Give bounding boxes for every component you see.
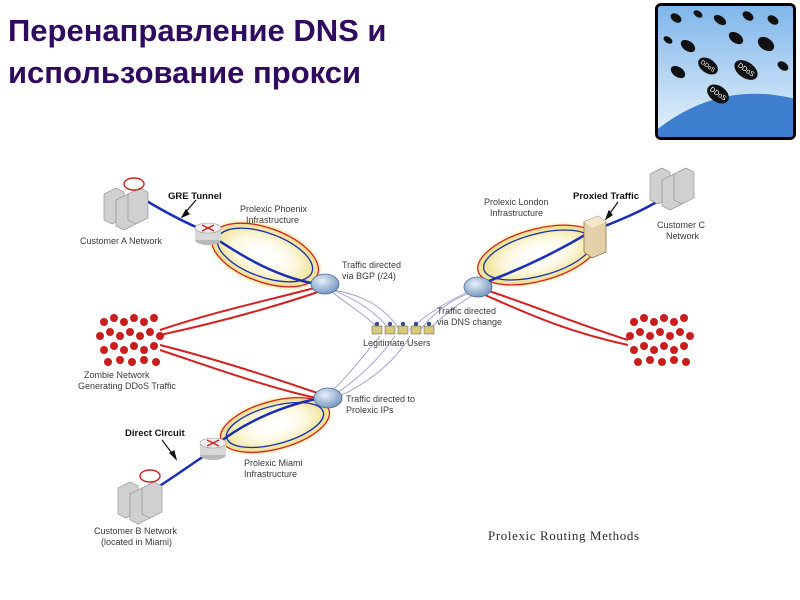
prolexic-ips-label-line-2: Prolexic IPs [346, 405, 394, 415]
router-b-icon [199, 437, 227, 460]
slide-title: Перенаправление DNS и использование прок… [8, 10, 628, 94]
diagram-caption: Prolexic Routing Methods [488, 528, 640, 543]
legitimate-users-icon [371, 321, 435, 335]
customer-b-servers-icon [117, 469, 163, 525]
customer-c-label-line-1: Customer C [657, 220, 706, 230]
ddos-attack-traffic [159, 285, 629, 401]
customer-a-label: Customer A Network [80, 236, 163, 246]
bgp-label-line-1: Traffic directed [342, 260, 401, 270]
customer-b-label-line-2: (located in Miami) [101, 537, 172, 547]
miami-infrastructure-halo [214, 393, 336, 457]
earth-horizon [658, 93, 793, 137]
prolexic-ips-label-line-1: Traffic directed to [346, 394, 415, 404]
london-label-line-1: Prolexic London [484, 197, 549, 207]
zombie-label-line-2: Generating DDoS Traffic [78, 381, 176, 391]
slide-title-line-2: использование прокси [8, 55, 362, 90]
zombie-label-line-1: Zombie Network [84, 370, 150, 380]
dns-label-line-2: via DNS change [437, 317, 502, 327]
phoenix-infrastructure-halo [205, 218, 325, 292]
legitimate-users-label: Legitimate Users [363, 338, 431, 348]
london-infrastructure-halo [471, 221, 605, 289]
routing-nodes [310, 273, 493, 409]
slide-title-line-1: Перенаправление DNS и [8, 13, 387, 48]
proxied-traffic-label: Proxied Traffic [573, 191, 639, 202]
direct-circuit-label: Direct Circuit [125, 428, 185, 439]
dns-label-line-1: Traffic directed [437, 306, 496, 316]
phoenix-label-line-2: Infrastructure [246, 215, 299, 225]
miami-node-icon [313, 387, 343, 409]
callout-arrows [161, 199, 619, 461]
zombie-network-right-icon [626, 314, 694, 366]
zombie-network-left-icon [96, 314, 164, 366]
customer-a-servers-icon [103, 177, 149, 231]
router-a-icon [194, 222, 222, 245]
phoenix-node-icon [310, 273, 340, 295]
ddos-bombs-image: DDoS DDoS DDoS [655, 3, 796, 140]
miami-label-line-2: Infrastructure [244, 469, 297, 479]
proxy-server-icon [583, 215, 607, 259]
customer-c-servers-icon [649, 167, 695, 211]
customer-b-label-line-1: Customer B Network [94, 526, 178, 536]
london-label-line-2: Infrastructure [490, 208, 543, 218]
miami-label-line-1: Prolexic Miami [244, 458, 303, 468]
phoenix-label-line-1: Prolexic Phoenix [240, 204, 308, 214]
customer-c-label-line-2: Network [666, 231, 700, 241]
gre-tunnel-label: GRE Tunnel [168, 191, 222, 202]
ddos-bombs-illustration: DDoS DDoS DDoS [658, 6, 793, 137]
router-icons [194, 215, 607, 460]
bgp-label-line-2: via BGP (/24) [342, 271, 396, 281]
london-node-icon [463, 276, 493, 298]
